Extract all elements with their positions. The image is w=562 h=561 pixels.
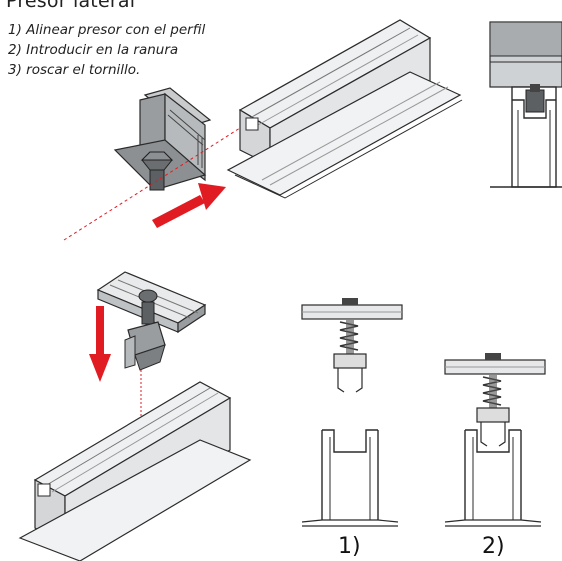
step-1: 1) Alinear presor con el perfil — [8, 22, 206, 38]
bottom-rail — [18, 381, 252, 561]
bottom-top-clamp — [96, 271, 207, 371]
insert-arrow-icon — [152, 183, 226, 228]
section-label-1: 1) — [338, 534, 361, 559]
section-view-1 — [301, 298, 403, 527]
down-arrow-icon — [89, 306, 111, 382]
top-side-clamp — [113, 87, 212, 191]
instruction-steps: 1) Alinear presor con el perfil 2) Intro… — [8, 20, 205, 80]
step-2: 2) Introducir en la ranura — [8, 42, 179, 58]
section-view-2 — [444, 353, 546, 527]
top-rail — [226, 19, 463, 199]
section-detail-top — [489, 21, 562, 188]
alignment-guide — [63, 127, 241, 241]
page-title: Presor lateral — [6, 0, 136, 12]
section-label-2: 2) — [482, 534, 505, 559]
step-3: 3) roscar el tornillo. — [8, 62, 141, 78]
